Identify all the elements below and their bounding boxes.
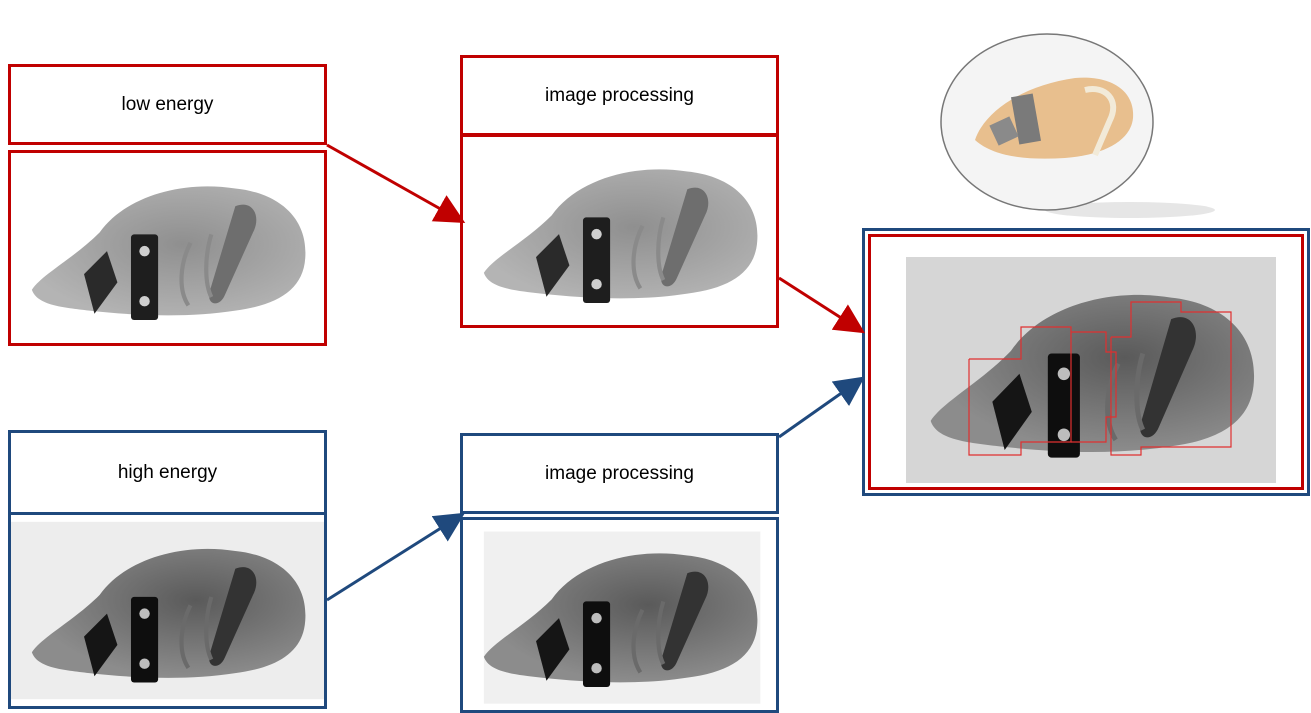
arrow-processing-to-result-red	[778, 276, 866, 334]
processed-high-energy-image	[463, 531, 761, 704]
sample-photo	[940, 33, 1215, 218]
low-energy-label-box: low energy	[8, 64, 327, 145]
high-energy-label: high energy	[117, 461, 218, 483]
high-energy-label-box: high energy	[8, 430, 327, 515]
low-energy-xray-panel	[8, 150, 327, 346]
high-energy-xray-panel	[8, 512, 327, 709]
processing-top-label: image processing	[545, 84, 694, 106]
segmented-result-image	[906, 257, 1276, 483]
processing-top-label-box: image processing	[460, 55, 779, 136]
high-energy-xray-image	[11, 521, 324, 700]
processing-top-xray-panel	[460, 134, 779, 328]
arrow-low-to-processing	[326, 143, 466, 223]
result-inner-box	[868, 234, 1304, 490]
low-energy-label: low energy	[121, 93, 214, 115]
processing-bottom-label: image processing	[545, 462, 694, 484]
result-outer-box	[862, 228, 1310, 496]
arrow-processing-to-result-blue	[778, 376, 865, 439]
segmentation-contours	[968, 301, 1232, 456]
arrow-high-to-processing	[326, 512, 466, 602]
processing-bottom-label-box: image processing	[460, 433, 779, 514]
processing-bottom-xray-panel	[460, 517, 779, 713]
